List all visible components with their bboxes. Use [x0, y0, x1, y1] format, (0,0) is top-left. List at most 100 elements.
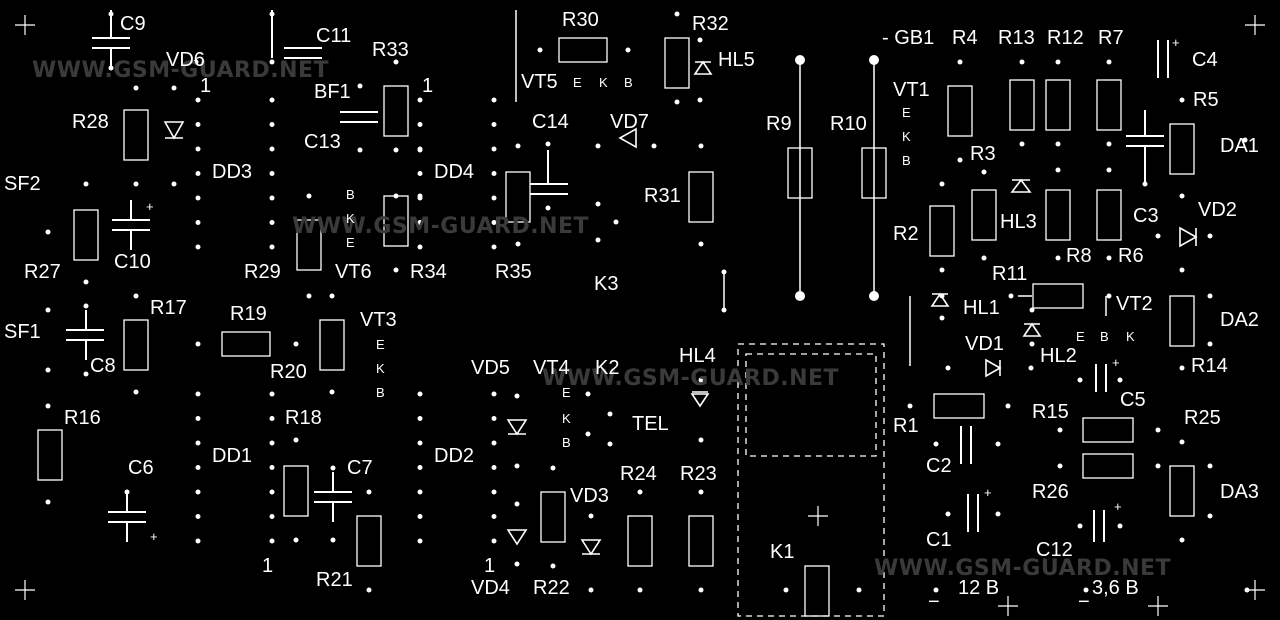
- ic-pin: [269, 122, 275, 127]
- ic-pin: [195, 171, 201, 176]
- watermark: WWW.GSM-GUARD.NET: [874, 556, 1172, 581]
- label-C9: C9: [120, 13, 146, 35]
- pin-VT6-B: B: [346, 187, 355, 202]
- ic-pin: [417, 391, 423, 397]
- ic-pin: [269, 465, 275, 470]
- label-DD3: DD3: [212, 161, 253, 183]
- registration-marks: [15, 15, 1265, 616]
- label-R13: R13: [998, 27, 1035, 49]
- label-DA3: DA3: [1220, 481, 1259, 503]
- label-GB1: - GB1: [882, 27, 935, 49]
- label-R11: R11: [992, 263, 1028, 285]
- ic-pin: [417, 122, 423, 127]
- ic-pin: [195, 122, 201, 127]
- ic-pin: [491, 220, 497, 225]
- watermark: WWW.GSM-GUARD.NET: [32, 58, 330, 83]
- pad: [193, 59, 199, 65]
- label-R15: R15: [1032, 401, 1069, 423]
- label-K3: K3: [594, 273, 619, 295]
- label-DA2: DA2: [1220, 309, 1259, 331]
- label-R29: R29: [244, 261, 281, 283]
- ic-pin: [195, 416, 201, 421]
- watermark: WWW.GSM-GUARD.NET: [542, 366, 840, 391]
- ic-pin: [269, 171, 275, 176]
- label-C10: C10: [114, 251, 151, 273]
- label-C13: C13: [304, 131, 341, 153]
- ic-pin: [491, 440, 497, 446]
- pin-VT1-B: B: [902, 153, 911, 168]
- ic-pin-rows: [193, 11, 497, 544]
- label-VD5: VD5: [471, 357, 510, 379]
- label-TEL: TEL: [632, 413, 669, 435]
- label-R34: R34: [410, 261, 447, 283]
- ic-pin: [269, 97, 275, 103]
- capacitor-symbols: [66, 10, 1169, 542]
- pin-VT4-K: K: [562, 411, 571, 426]
- label-VT3: VT3: [360, 309, 397, 331]
- ic-pin: [269, 244, 275, 250]
- label-R25: R25: [1184, 407, 1221, 429]
- label-R30: R30: [562, 9, 599, 31]
- ic-pin: [491, 514, 497, 519]
- label-3-6V: 3,6 В: [1092, 577, 1139, 599]
- ic-pin: [491, 538, 497, 544]
- label-VD7: VD7: [610, 111, 649, 133]
- label-R1: R1: [893, 415, 919, 437]
- label-C11: C11: [316, 25, 352, 47]
- pin1-DD1: 1: [262, 555, 274, 577]
- pin-VT5-B: B: [624, 75, 633, 90]
- label-R16: R16: [64, 407, 101, 429]
- label-C7: C7: [347, 457, 373, 479]
- pads: [45, 11, 1250, 593]
- ic-pin: [269, 195, 275, 201]
- label-VT1: VT1: [893, 79, 930, 101]
- label-C12: C12: [1036, 539, 1073, 561]
- ic-pin: [491, 244, 497, 250]
- pin-VT4-E: E: [562, 385, 571, 400]
- ic-pin: [195, 195, 201, 201]
- label-R7: R7: [1098, 27, 1124, 49]
- plus-C1: +: [984, 485, 992, 500]
- label-C5: C5: [1120, 389, 1146, 411]
- ic-pin: [195, 220, 201, 225]
- ic-pin: [417, 440, 423, 446]
- label-R8: R8: [1066, 245, 1092, 267]
- label-R21: R21: [316, 569, 353, 591]
- label-R3: R3: [970, 143, 996, 165]
- label-DA1: DA1: [1220, 135, 1259, 157]
- relay-outline: [737, 343, 885, 617]
- ic-pin: [195, 514, 201, 519]
- ic-pin: [269, 489, 275, 495]
- label-R31: R31: [644, 185, 681, 207]
- ic-pin: [195, 440, 201, 446]
- label-R6: R6: [1118, 245, 1144, 267]
- label-R17: R17: [150, 297, 187, 319]
- label-R18: R18: [285, 407, 322, 429]
- ic-pin: [269, 416, 275, 421]
- label-HL2: HL2: [1040, 345, 1077, 367]
- ic-pin: [195, 489, 201, 495]
- label-R14: R14: [1191, 355, 1228, 377]
- label-HL5: HL5: [718, 49, 755, 71]
- label-C2: C2: [926, 455, 952, 477]
- ic-pin: [269, 146, 275, 152]
- ic-pin: [417, 220, 423, 225]
- pin-VT6-K: K: [346, 211, 355, 226]
- label-R33: R33: [372, 39, 409, 61]
- ic-pin: [195, 391, 201, 397]
- label-HL3: HL3: [1000, 211, 1037, 233]
- pin-VT5-K: K: [599, 75, 608, 90]
- ic-pin: [417, 465, 423, 470]
- label-HL4: HL4: [679, 345, 716, 367]
- ic-pin: [417, 514, 423, 519]
- label-C4: C4: [1192, 49, 1218, 71]
- ic-pin: [195, 465, 201, 470]
- pin-VT3-K: K: [376, 361, 385, 376]
- pin-VT3-E: E: [376, 337, 385, 352]
- ic-pin: [417, 244, 423, 250]
- diode-symbols: [163, 60, 1198, 556]
- ic-pin: [417, 538, 423, 544]
- ic-pin: [195, 146, 201, 152]
- pin-VT2-E: E: [1076, 329, 1085, 344]
